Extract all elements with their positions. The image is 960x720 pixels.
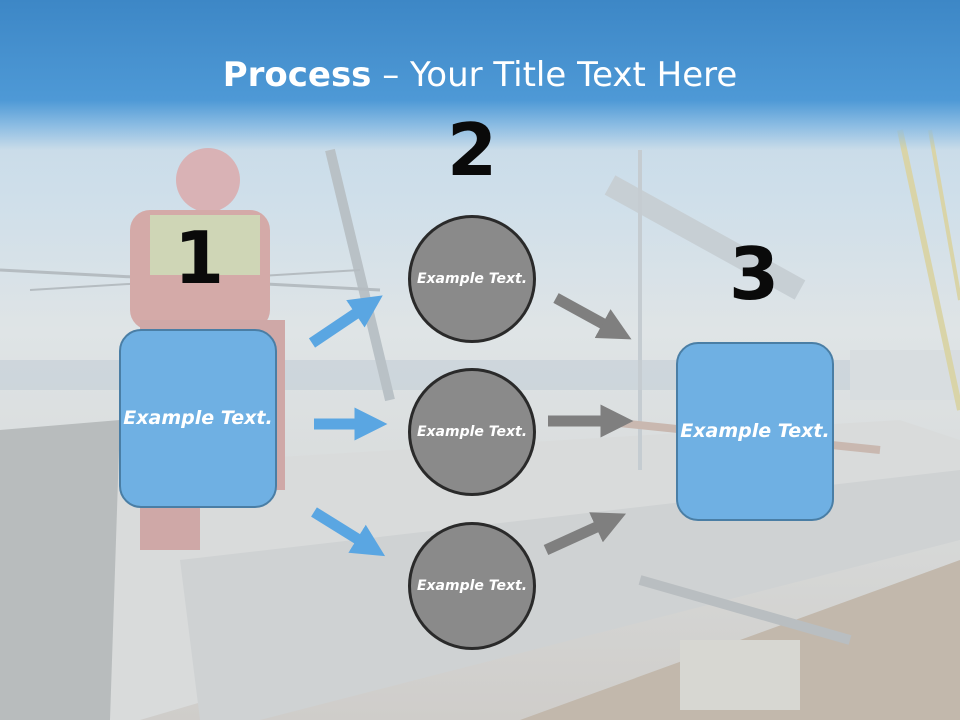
- step-number-3: 3: [728, 232, 780, 316]
- step-3-box[interactable]: Example Text.: [676, 342, 834, 521]
- step-2-circle-bottom[interactable]: Example Text.: [408, 522, 536, 650]
- step-2-circle-middle[interactable]: Example Text.: [408, 368, 536, 496]
- slide-title: Process – Your Title Text Here: [0, 52, 960, 98]
- step-number-1: 1: [173, 216, 225, 300]
- step-number-2: 2: [446, 108, 498, 192]
- step-2-top-label: Example Text.: [416, 270, 528, 287]
- step-1-box[interactable]: Example Text.: [119, 329, 277, 508]
- title-bold: Process: [222, 55, 372, 95]
- title-banner: [0, 0, 960, 150]
- step-2-middle-label: Example Text.: [416, 423, 528, 440]
- step-1-label: Example Text.: [123, 407, 273, 429]
- title-rest: – Your Title Text Here: [371, 55, 738, 95]
- step-2-bottom-label: Example Text.: [416, 577, 528, 594]
- step-3-label: Example Text.: [680, 420, 830, 442]
- step-2-circle-top[interactable]: Example Text.: [408, 215, 536, 343]
